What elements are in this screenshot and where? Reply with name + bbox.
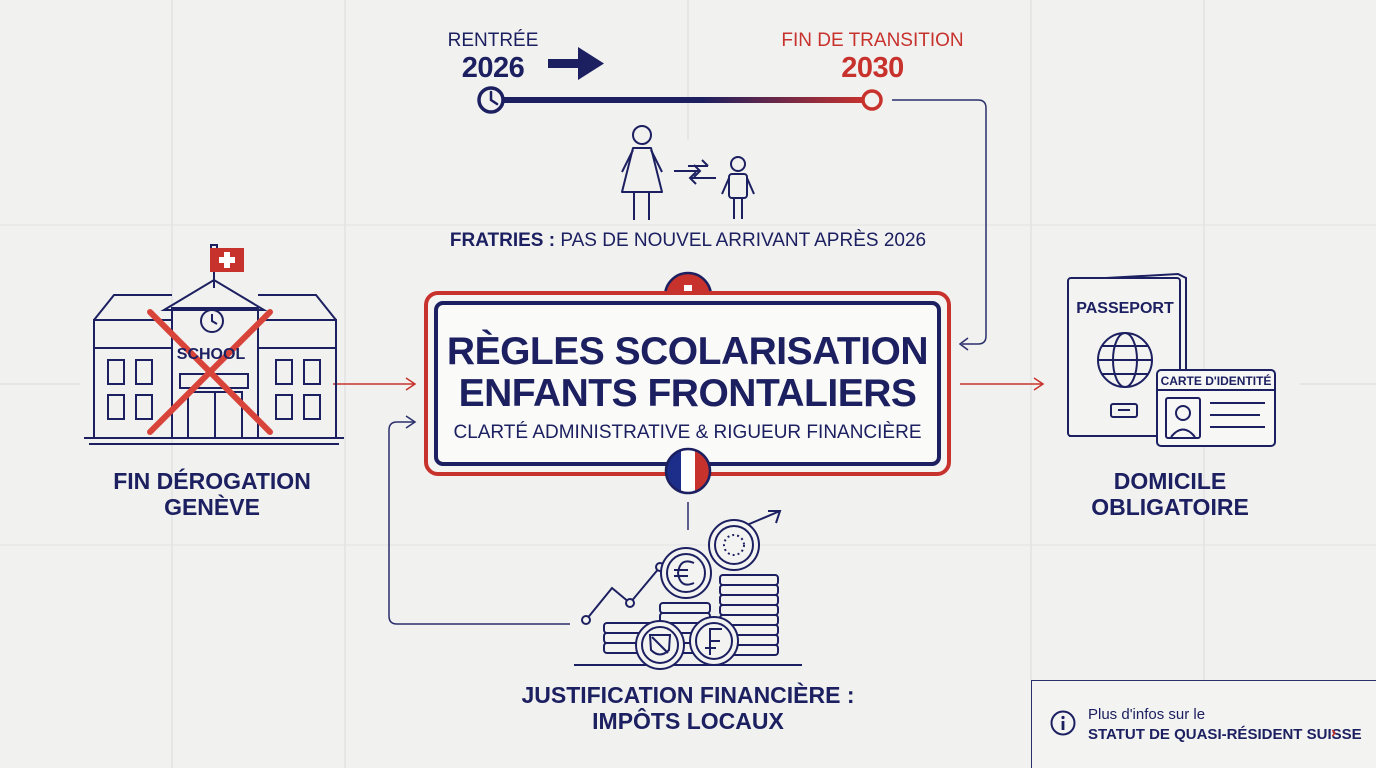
domicile-label-line1: DOMICILE: [1113, 468, 1227, 494]
arrow-right-icon: [548, 47, 604, 80]
swap-arrows-icon: [674, 159, 716, 185]
geneva-label-line1: FIN DÉROGATION: [113, 468, 311, 494]
finance-label: JUSTIFICATION FINANCIÈRE : IMPÔTS LOCAUX: [480, 682, 896, 734]
clock-icon: [477, 86, 505, 114]
info-text-line1: Plus d'infos sur le: [1088, 706, 1206, 723]
connector-finance: [388, 421, 570, 625]
central-card: [424, 291, 951, 476]
coin-stack-icon: [574, 510, 802, 670]
finance-label-line1: JUSTIFICATION FINANCIÈRE :: [521, 682, 855, 708]
domicile-label-line2: OBLIGATOIRE: [1091, 494, 1249, 520]
main-title-line2: ENFANTS FRONTALIERS: [458, 372, 917, 415]
passport-label: PASSEPORT: [1076, 300, 1174, 317]
timeline-end-label: FIN DE TRANSITION: [781, 30, 964, 51]
info-box[interactable]: [1031, 680, 1376, 768]
info-link[interactable]: STATUT DE QUASI-RÉSIDENT SUISSE: [1088, 726, 1362, 743]
woman-icon: [621, 125, 663, 220]
eu-coin-icon: [708, 519, 760, 571]
shield-coin-icon: [635, 620, 685, 670]
main-title-line1: RÈGLES SCOLARISATION: [446, 330, 929, 373]
info-icon: [1050, 710, 1076, 736]
siblings-rule: FRATRIES : PAS DE NOUVEL ARRIVANT APRÈS …: [380, 230, 996, 252]
chevron-right-icon[interactable]: ›: [1331, 724, 1337, 741]
euro-coin-icon: [660, 547, 712, 599]
id-card-icon: [1156, 369, 1276, 447]
domicile-label: DOMICILE OBLIGATOIRE: [1045, 468, 1295, 520]
school-sign-text: SCHOOL: [176, 346, 246, 363]
geneva-label-line2: GENÈVE: [164, 494, 260, 520]
swiss-flag-small-icon: [210, 248, 244, 272]
central-card-inner: [434, 301, 941, 466]
timeline-start-label: RENTRÉE: [447, 30, 539, 51]
passport-icon: [1067, 272, 1276, 447]
timeline-start-year: 2026: [461, 52, 525, 84]
siblings-rule-bold: FRATRIES :: [449, 230, 556, 251]
timeline: [477, 47, 883, 114]
main-subtitle: CLARTÉ ADMINISTRATIVE & RIGUEUR FINANCIÈ…: [453, 422, 922, 443]
child-icon: [721, 156, 755, 219]
siblings-rule-text: PAS DE NOUVEL ARRIVANT APRÈS 2026: [560, 230, 927, 251]
timeline-end-marker: [861, 89, 883, 111]
connector-timeline: [892, 99, 987, 345]
cross-out-icon: [147, 309, 273, 435]
french-flag-icon: [664, 447, 712, 495]
timeline-end-year: 2030: [841, 52, 904, 84]
id-card-label: CARTE D'IDENTITÉ: [1160, 374, 1272, 388]
geneva-label: FIN DÉROGATION GENÈVE: [92, 468, 332, 520]
finance-label-line2: IMPÔTS LOCAUX: [592, 708, 784, 734]
franc-coin-icon: [689, 616, 739, 666]
school-building-icon: [84, 244, 344, 445]
